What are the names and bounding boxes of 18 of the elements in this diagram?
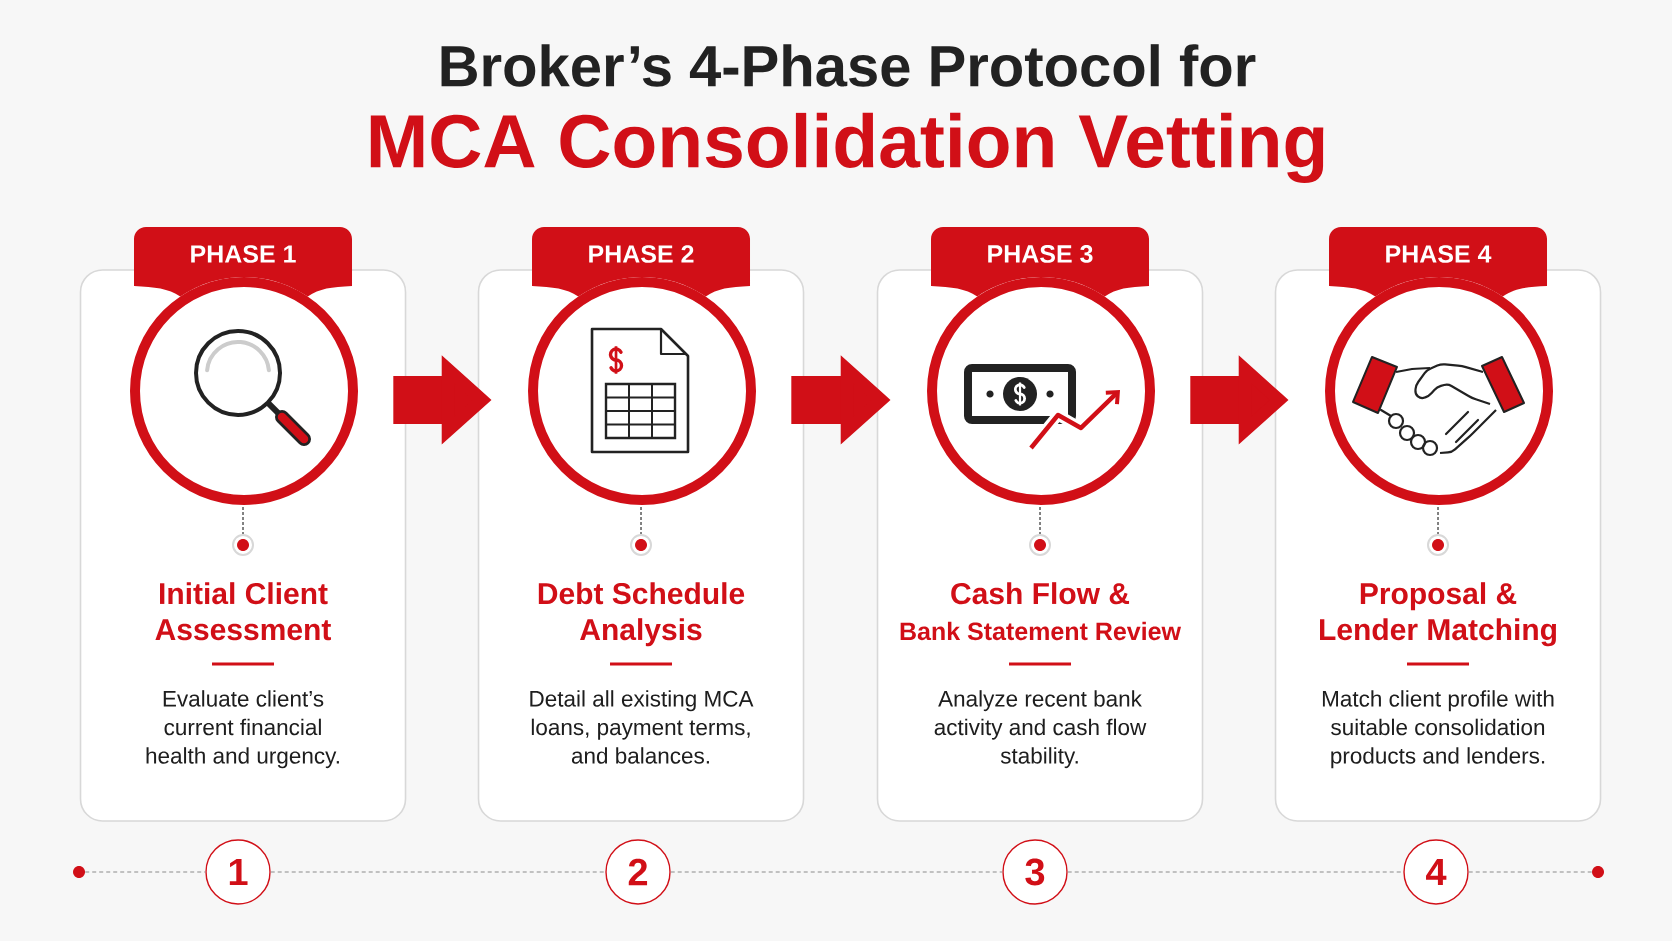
card-description: Analyze recent bank activity and cash flow stability. bbox=[934, 690, 1147, 769]
card-description: Evaluate client’s current financial health and urgency. bbox=[146, 690, 339, 769]
card-heading: Cash Flow & Bank Statement Review bbox=[900, 582, 1182, 641]
dashed-line bbox=[1067, 871, 1404, 873]
dashed-line bbox=[1468, 871, 1593, 873]
dashed-line bbox=[84, 871, 206, 873]
card-description: Detail all existing MCA loans, payment terms, and balances. bbox=[530, 690, 754, 764]
phase-tab: PHASE 3 bbox=[931, 227, 1149, 297]
card-heading: Proposal & Lender Matching bbox=[1320, 582, 1556, 647]
dashed-line bbox=[270, 871, 606, 873]
card-heading: Debt Schedule Analysis bbox=[538, 582, 745, 647]
card-heading: Initial Client Assessment bbox=[155, 582, 331, 641]
phase-tab: PHASE 1 bbox=[134, 227, 352, 297]
title: Broker’s 4-Phase Protocol for MCA Consolidation Vetting bbox=[370, 44, 1324, 184]
dashed-line bbox=[670, 871, 1003, 873]
card-description: Match client profile with suitable consolidation products and lenders. bbox=[1322, 690, 1554, 769]
phase-tab: PHASE 4 bbox=[1329, 227, 1547, 297]
phase-tab: PHASE 2 bbox=[532, 227, 750, 297]
